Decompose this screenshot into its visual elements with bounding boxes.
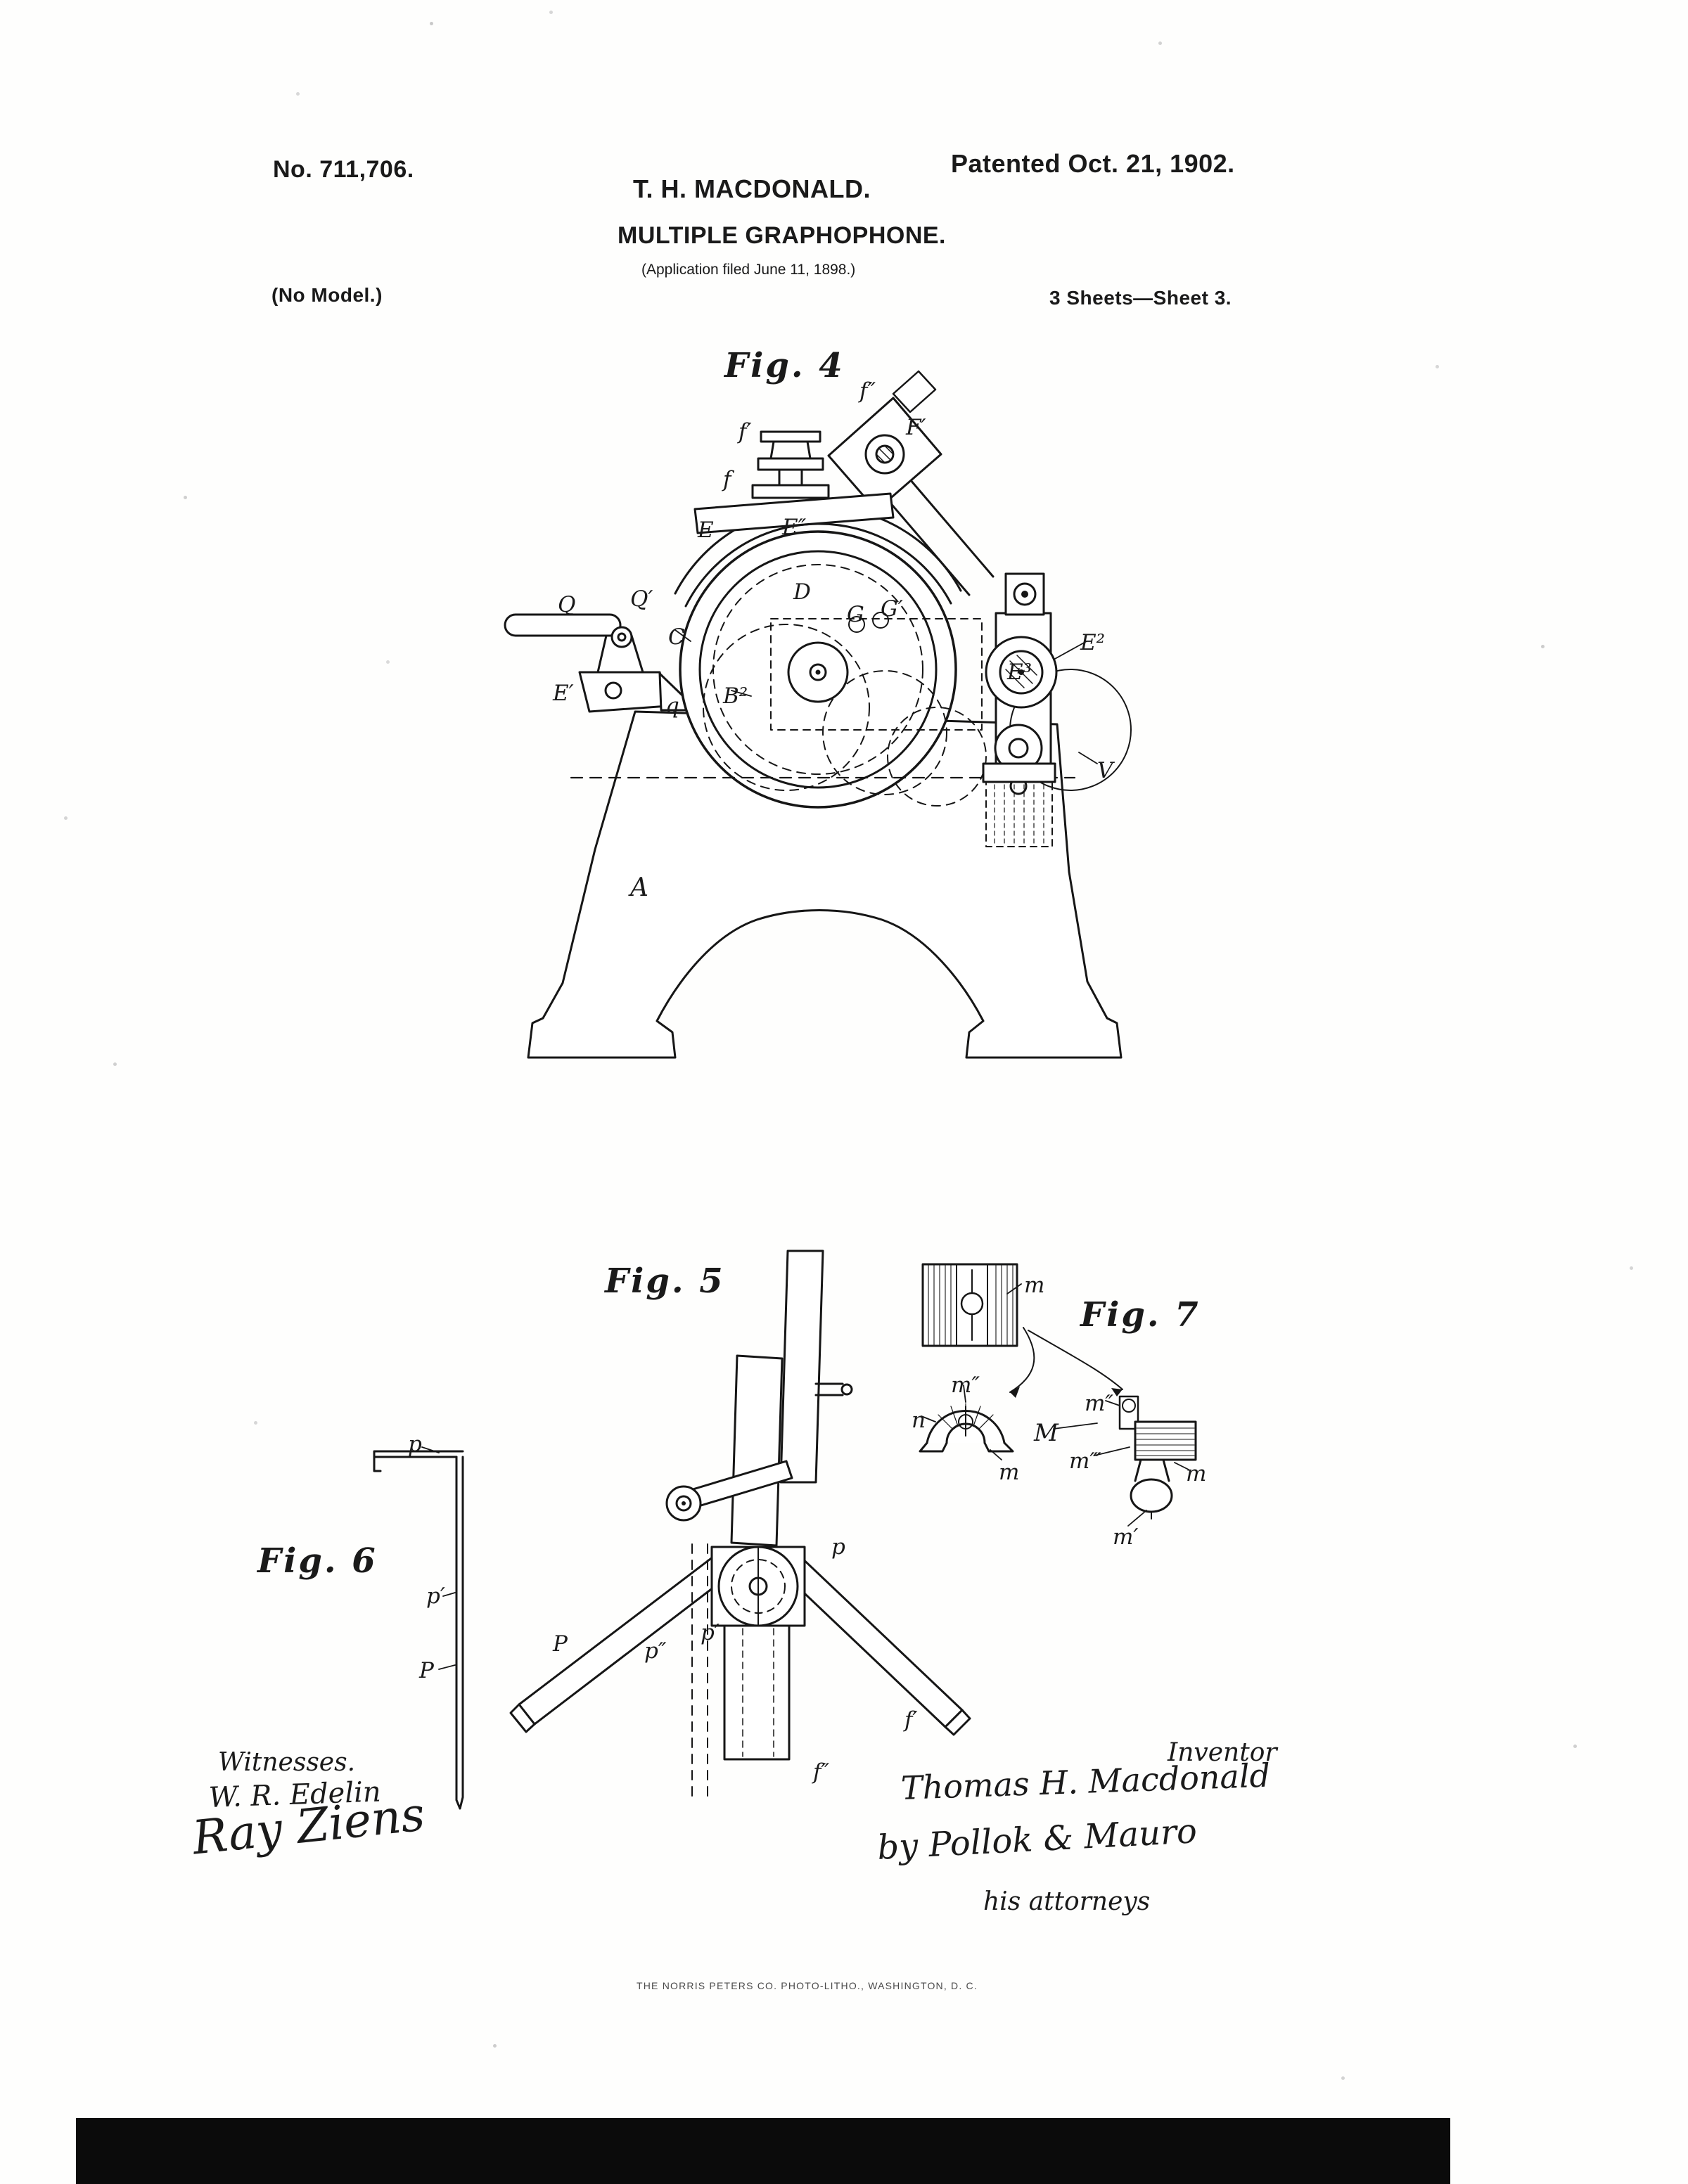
fig4-callout-E3: E³ bbox=[1007, 660, 1032, 685]
printer-imprint: THE NORRIS PETERS CO. PHOTO-LITHO., WASH… bbox=[637, 1980, 978, 1991]
scan-noise-speckles bbox=[0, 0, 2, 2]
fig4-callout-q: q bbox=[665, 693, 679, 719]
fig4-callout-f: f bbox=[723, 467, 731, 492]
fig4-callout-C: C bbox=[668, 624, 685, 650]
fig4-callout-G: G bbox=[847, 602, 864, 627]
fig6-label: Fig. 6 bbox=[257, 1541, 378, 1581]
fig5-callout-P: P bbox=[553, 1631, 568, 1657]
fig4-callout-F-prime: F′ bbox=[906, 415, 926, 440]
fig4-callout-Q-prime: Q′ bbox=[630, 586, 653, 612]
fig7-callout-m-triple-prime: m‴ bbox=[1069, 1448, 1101, 1474]
fig7-callout-m-double-prime-left: m″ bbox=[951, 1373, 980, 1398]
fig7-callout-m-prime: m′ bbox=[1113, 1524, 1139, 1550]
attorney-note: his attorneys bbox=[983, 1887, 1151, 1916]
fig4-label: Fig. 4 bbox=[724, 346, 845, 385]
sheet-note: 3 Sheets—Sheet 3. bbox=[1049, 287, 1232, 309]
patent-number: No. 711,706. bbox=[273, 156, 414, 183]
inventor-heading: T. H. MACDONALD. bbox=[633, 174, 871, 203]
fig4-callout-D: D bbox=[793, 579, 811, 605]
fig5-callout-p: p bbox=[831, 1534, 845, 1560]
fig4-callout-E-double-prime: E″ bbox=[782, 515, 807, 540]
fig4-callout-Q: Q bbox=[558, 592, 576, 617]
fig5-callout-p-double-prime: p″ bbox=[644, 1638, 667, 1664]
fig6-callout-p-prime: p′ bbox=[426, 1584, 445, 1609]
fig6-callout-P: P bbox=[419, 1658, 434, 1683]
fig4-callout-V: V bbox=[1097, 758, 1113, 783]
fig4-callout-A: A bbox=[630, 873, 648, 902]
fig5-callout-f-double-prime: f″ bbox=[813, 1759, 830, 1785]
fig6-drawing bbox=[373, 1446, 464, 1810]
fig6-callout-p: p bbox=[408, 1432, 422, 1457]
fig4-callout-f-prime: f′ bbox=[738, 419, 752, 444]
fig5-drawing bbox=[509, 1250, 971, 1798]
fig7-callout-m-double-prime-right: m″ bbox=[1085, 1391, 1113, 1416]
application-line: (Application filed June 11, 1898.) bbox=[641, 262, 856, 278]
fig4-callout-f-double-prime: f″ bbox=[859, 378, 876, 404]
fig4-callout-E2: E² bbox=[1080, 630, 1106, 655]
fig4-drawing bbox=[504, 370, 1132, 1059]
patent-title: MULTIPLE GRAPHOPHONE. bbox=[618, 222, 946, 249]
fig7-callout-m-top: m bbox=[1024, 1273, 1045, 1298]
fig5-callout-p-prime: p′ bbox=[701, 1620, 720, 1645]
model-note: (No Model.) bbox=[271, 284, 383, 306]
fig7-callout-M: M bbox=[1034, 1419, 1059, 1447]
scan-artifact-bar bbox=[76, 2118, 1450, 2184]
fig7-drawing bbox=[919, 1263, 1197, 1527]
fig4-callout-E-prime: E′ bbox=[553, 681, 574, 706]
fig7-callout-m-bottom: m bbox=[999, 1460, 1020, 1485]
fig4-callout-G-prime: G′ bbox=[881, 596, 903, 622]
fig5-callout-f-prime: f′ bbox=[904, 1707, 918, 1733]
inventor-label: Inventor bbox=[1168, 1738, 1277, 1767]
fig7-callout-n: n bbox=[912, 1408, 926, 1433]
fig7-label: Fig. 7 bbox=[1080, 1295, 1201, 1335]
patent-date: Patented Oct. 21, 1902. bbox=[951, 149, 1235, 178]
fig5-label: Fig. 5 bbox=[605, 1261, 725, 1301]
fig7-callout-m-right: m bbox=[1186, 1461, 1207, 1486]
fig4-callout-E: E bbox=[698, 518, 714, 543]
witnesses-label: Witnesses. bbox=[218, 1748, 356, 1777]
fig4-callout-B2: B² bbox=[723, 683, 748, 709]
